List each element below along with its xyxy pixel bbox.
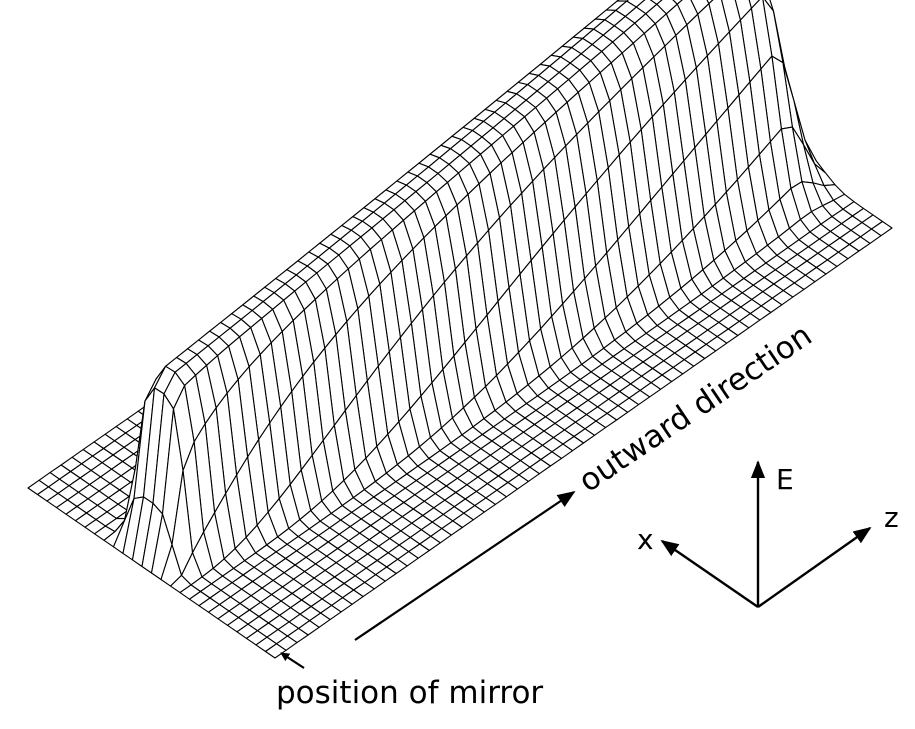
axes-indicator: E x z — [637, 460, 899, 608]
wireframe-surface — [27, 0, 893, 659]
e-axis-label: E — [776, 463, 794, 496]
surface-cell — [649, 0, 663, 5]
surface-cell — [672, 0, 683, 5]
mirror-label: position of mirror — [276, 675, 543, 711]
outward-direction-arrow — [354, 490, 576, 641]
mirror-annotation: position of mirror — [276, 652, 543, 711]
mirror-pointer-arrow — [280, 652, 305, 669]
z-axis-label: z — [884, 501, 899, 534]
x-axis-label: x — [637, 523, 654, 556]
x-axis-arrow — [660, 539, 759, 608]
z-axis-arrow — [757, 526, 872, 608]
